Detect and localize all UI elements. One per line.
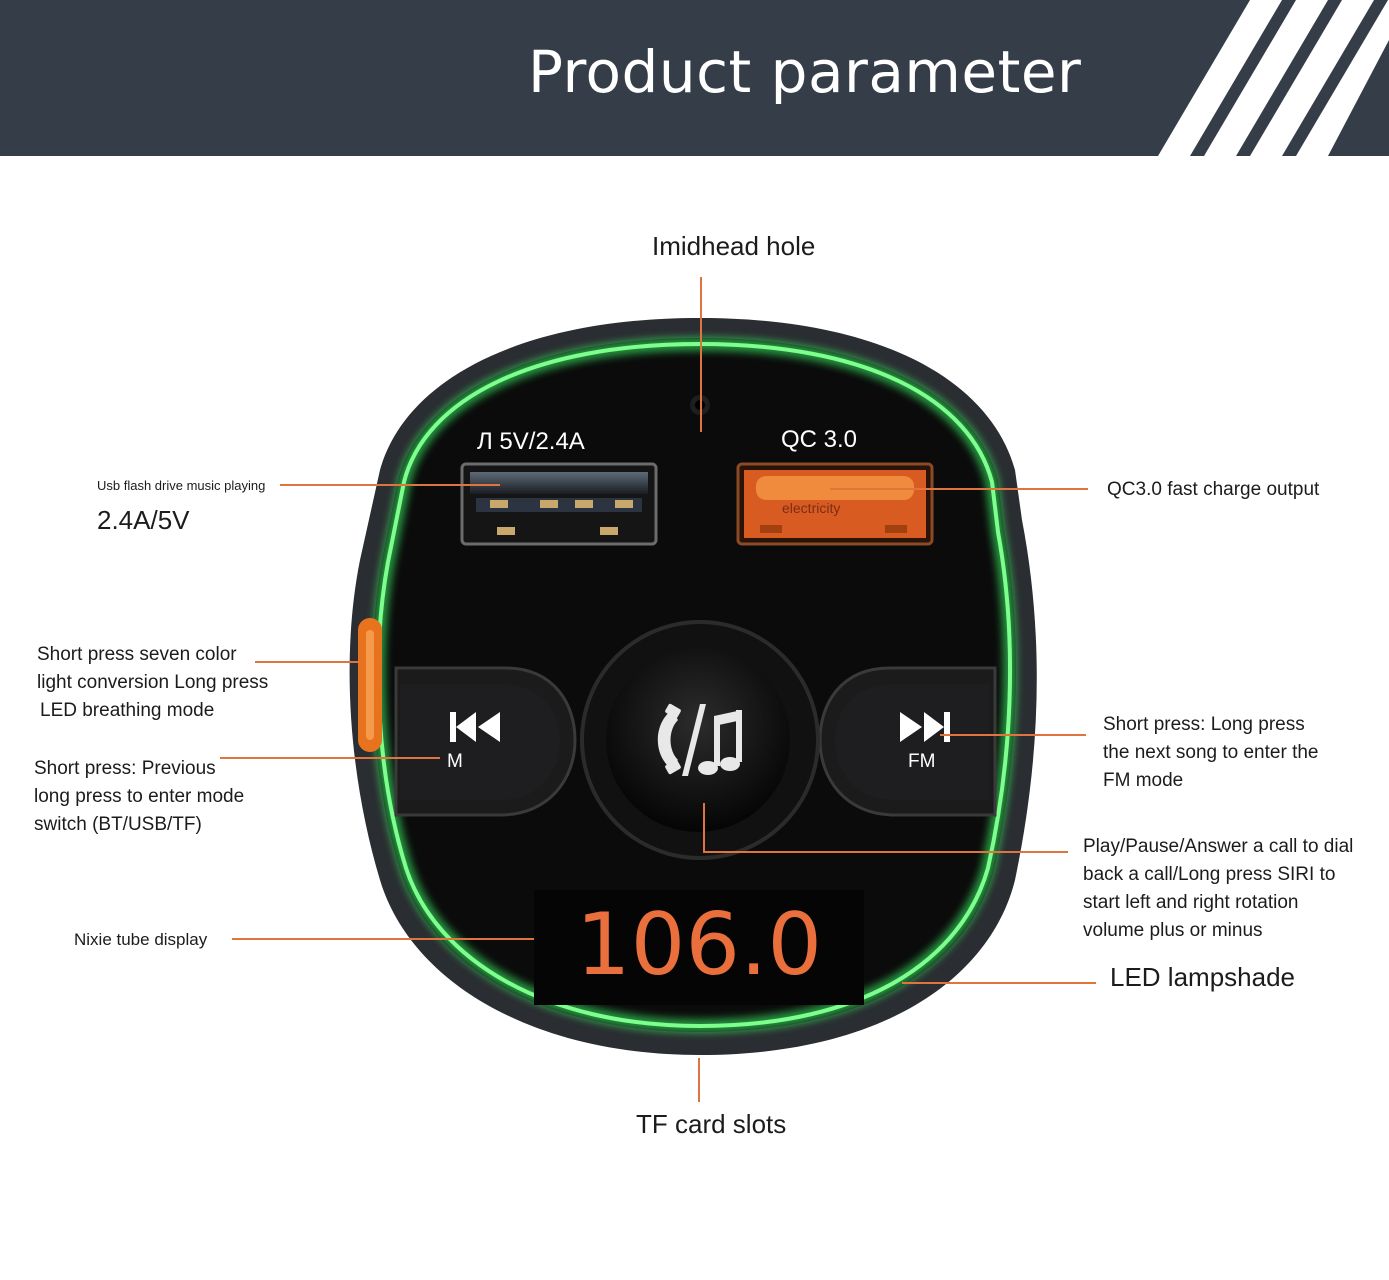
page-title: Product parameter: [528, 38, 1082, 106]
callout-next-button-line: the next song to enter the: [1103, 742, 1319, 763]
previous-track-icon: [450, 712, 500, 742]
qc-port-label: QC 3.0: [781, 426, 858, 453]
callout-play-button-line: volume plus or minus: [1083, 920, 1263, 941]
qc-port[interactable]: [736, 462, 934, 546]
callout-mic-hole: Imidhead hole: [652, 231, 816, 261]
qc-port-embossed-text: electricity: [782, 500, 841, 516]
callout-prev-button-line: long press to enter mode: [34, 786, 245, 807]
usb-port[interactable]: [460, 462, 658, 546]
callout-usb-music: Usb flash drive music playing: [97, 478, 266, 493]
next-track-icon: [900, 712, 950, 742]
callout-lampshade: LED lampshade: [1110, 962, 1295, 992]
callout-usb-rating: 2.4A/5V: [97, 505, 190, 535]
prev-button-label: M: [447, 751, 463, 772]
callout-play-button: Play/Pause/Answer a call to dial back a …: [1083, 833, 1353, 945]
callout-next-button: Short press: Long press the next song to…: [1103, 711, 1319, 795]
banner-stripes: [1158, 0, 1389, 156]
callout-tf-slot: TF card slots: [636, 1109, 787, 1139]
callout-play-button-line: start left and right rotation: [1083, 892, 1299, 913]
nixie-display: [534, 890, 864, 1005]
callout-side-button-line: light conversion Long press: [37, 672, 269, 693]
next-button[interactable]: [835, 684, 990, 800]
prev-button[interactable]: [400, 684, 560, 800]
callout-display: Nixie tube display: [74, 930, 208, 949]
next-button-label: FM: [908, 751, 936, 772]
phone-music-icon: [657, 703, 742, 776]
callout-side-button: Short press seven color light conversion…: [37, 641, 268, 725]
frequency-readout: 106.0: [575, 895, 823, 995]
callout-prev-button: Short press: Previous long press to ente…: [34, 755, 244, 839]
callout-side-button-line: Short press seven color: [37, 644, 237, 665]
usb-port-label: Л 5V/2.4A: [477, 428, 585, 455]
leader-lines: [220, 277, 1096, 1102]
side-button-highlight: [366, 630, 374, 740]
callout-next-button-line: FM mode: [1103, 770, 1184, 791]
callout-play-button-line: Play/Pause/Answer a call to dial: [1083, 836, 1354, 857]
callout-next-button-line: Short press: Long press: [1103, 714, 1305, 735]
callout-prev-button-line: Short press: Previous: [34, 758, 216, 779]
callout-qc-output: QC3.0 fast charge output: [1107, 479, 1320, 500]
callout-prev-button-line: switch (BT/USB/TF): [34, 814, 202, 835]
play-pause-knob[interactable]: [606, 648, 790, 832]
header-banner: Product parameter: [0, 0, 1389, 156]
led-ring: [376, 341, 1013, 1029]
callout-play-button-line: back a call/Long press SIRI to: [1083, 864, 1336, 885]
callout-side-button-line: LED breathing mode: [40, 700, 215, 721]
